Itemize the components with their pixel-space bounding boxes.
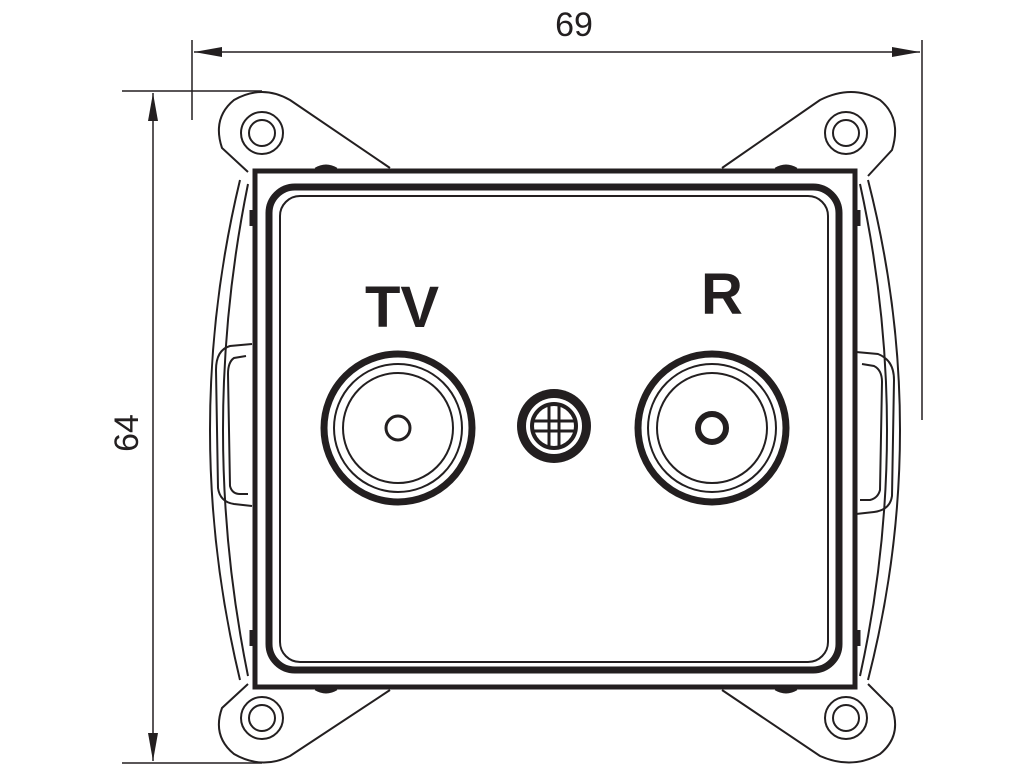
width-dimension: 69 [191, 6, 923, 420]
height-arrow-bottom [148, 733, 158, 761]
tv-label: TV [365, 275, 439, 340]
side-arc-right-inner [859, 183, 888, 677]
screw-hole-top-right [824, 111, 868, 155]
screw-hole-bottom-left-inner [248, 704, 276, 732]
cover-plate-outer [265, 183, 843, 674]
height-arrow-top [148, 93, 158, 121]
cover-plate [252, 168, 858, 690]
r-socket [634, 350, 790, 506]
tv-socket-middle-ring [333, 363, 463, 493]
side-clip-left-inner [226, 355, 248, 495]
screw-hole-top-left-inner [248, 119, 276, 147]
screw-hole-top-right-inner [832, 119, 860, 147]
corner-ear-bottom-left [218, 683, 391, 764]
corner-ear-top-left [218, 91, 391, 173]
screw-hole-top-left [240, 111, 284, 155]
r-socket-outer-ring [634, 350, 790, 506]
r-socket-pin [695, 411, 729, 445]
screw-hole-bottom-right [824, 696, 868, 740]
width-arrow-right [892, 47, 920, 57]
side-arc-left [209, 179, 241, 681]
corner-ear-bottom-right [721, 683, 896, 764]
outer-frame [252, 168, 858, 690]
mounting-frame [209, 91, 901, 764]
screw-hole-bottom-left [240, 696, 284, 740]
center-screw [517, 389, 591, 463]
width-arrow-left [194, 47, 222, 57]
center-screw-head [530, 402, 578, 450]
side-clip-right-inner [860, 363, 884, 501]
width-label: 69 [555, 6, 593, 44]
tv-socket-pin [384, 414, 412, 442]
height-dimension: 64 [108, 90, 262, 764]
side-arc-right [867, 179, 901, 681]
height-label: 64 [108, 414, 146, 452]
center-screw-face [526, 398, 582, 454]
side-clip-right [855, 351, 896, 515]
r-socket-middle-ring [647, 363, 777, 493]
tv-socket [320, 350, 476, 506]
r-socket-inner-ring [656, 372, 768, 484]
cover-plate-inner [279, 195, 829, 663]
side-arc-left-inner [222, 183, 249, 677]
tv-socket-inner-ring [342, 372, 454, 484]
side-clip-left [214, 343, 253, 507]
tv-socket-outer-ring [320, 350, 476, 506]
corner-ear-top-right [721, 91, 896, 177]
screw-hole-bottom-right-inner [832, 704, 860, 732]
r-label: R [701, 262, 743, 327]
